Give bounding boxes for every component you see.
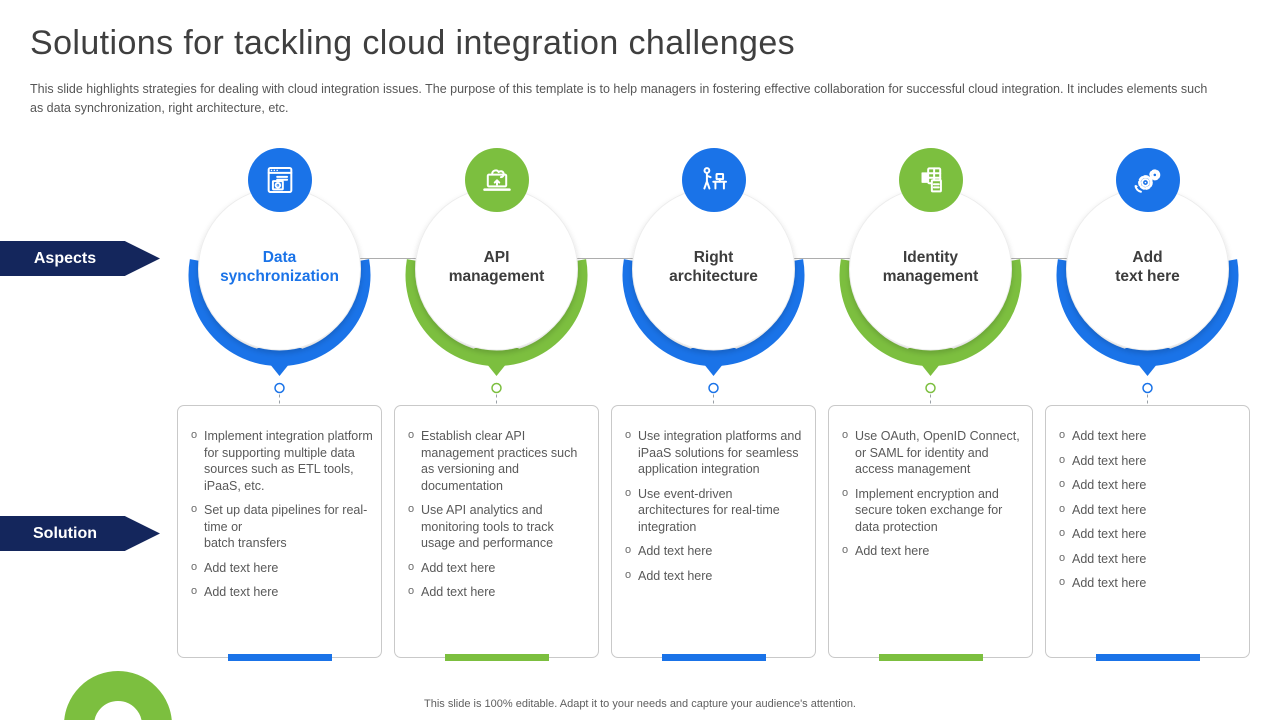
aspect-node-data-synchronization: Data synchronization xyxy=(171,148,388,410)
decorative-donut xyxy=(64,671,172,720)
aspect-node-right-architecture: Right architecture xyxy=(605,148,822,410)
bullet-marker: o xyxy=(1059,453,1066,466)
gears-icon xyxy=(1115,148,1180,212)
card-accent-bar xyxy=(661,654,766,661)
api-management-icon xyxy=(464,148,529,212)
aspect-label: Add text here xyxy=(1115,248,1180,285)
aspect-node-identity-management: Identity management xyxy=(822,148,1039,410)
slide-subtitle: This slide highlights strategies for dea… xyxy=(30,82,1208,116)
bullet-marker: o xyxy=(1059,502,1066,515)
bullet-marker: o xyxy=(191,429,198,441)
bullet-marker: o xyxy=(1059,527,1066,539)
bullet-marker: o xyxy=(625,568,632,581)
card-accent-bar xyxy=(227,654,332,661)
bullet-marker: o xyxy=(625,429,632,441)
architecture-icon xyxy=(681,148,746,212)
solution-label-text: Solution xyxy=(33,524,97,542)
aspect-label: Identity management xyxy=(882,248,979,285)
bullet-marker: o xyxy=(408,429,415,441)
bullet-marker: o xyxy=(408,503,415,515)
bullet-marker: o xyxy=(842,486,849,499)
bullet-marker: o xyxy=(1059,551,1066,564)
aspects-row-label: Aspects xyxy=(0,241,160,276)
slide-title: Solutions for tackling cloud integration… xyxy=(30,24,796,62)
bullet-marker: o xyxy=(625,544,632,556)
aspects-label-text: Aspects xyxy=(33,249,97,267)
card-accent-bar xyxy=(444,654,549,661)
aspect-nodes-row: Data synchronization API managem xyxy=(171,148,1256,410)
card-accent-bar xyxy=(1095,654,1200,661)
data-sync-icon xyxy=(247,148,312,212)
editable-note: This slide is 100% editable. Adapt it to… xyxy=(424,698,856,710)
solution-row-label: Solution xyxy=(0,516,160,551)
bullet-marker: o xyxy=(191,560,198,573)
bullet-marker: o xyxy=(191,503,198,515)
aspect-label: Data synchronization xyxy=(220,248,339,285)
bullet-marker: o xyxy=(842,544,849,556)
bullet-marker: o xyxy=(408,560,415,573)
aspect-node-api-management: API management xyxy=(388,148,605,410)
bullet-marker: o xyxy=(1059,576,1066,588)
bullet-marker: o xyxy=(842,429,849,441)
card-accent-bar xyxy=(878,654,983,661)
identity-icon xyxy=(898,148,963,212)
bullet-marker: o xyxy=(1059,478,1066,490)
bullet-marker: o xyxy=(191,585,198,597)
bullet-marker: o xyxy=(408,585,415,597)
aspect-node-add-text: Add text here xyxy=(1039,148,1256,410)
bullet-marker: o xyxy=(625,486,632,499)
aspect-label: API management xyxy=(448,248,545,285)
bullet-marker: o xyxy=(1059,429,1066,441)
aspect-label: Right architecture xyxy=(669,248,758,285)
